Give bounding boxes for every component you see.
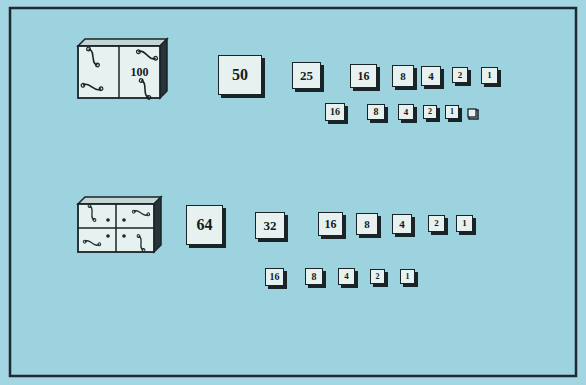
weight-block: 1 [400, 269, 415, 284]
weight-number: 8 [400, 71, 406, 82]
weight-number: 16 [270, 272, 280, 282]
weight-number: 16 [330, 107, 340, 117]
weight-block: 1 [456, 215, 473, 232]
weight-block: 2 [423, 105, 437, 119]
weight-block: 8 [392, 65, 414, 87]
weight-block: 32 [255, 212, 285, 239]
weight-number: 1 [406, 273, 410, 281]
weight-number: 2 [458, 71, 463, 80]
weight-number: 4 [404, 108, 409, 117]
weight-number: 8 [364, 219, 370, 230]
tiny-weight-shadow [469, 110, 478, 119]
weight-number: 1 [487, 71, 492, 80]
weight-number: 2 [428, 108, 432, 116]
weight-block: 4 [392, 214, 412, 234]
weight-block: 4 [338, 268, 355, 285]
weight-block: 16 [325, 103, 345, 121]
weight-block: 1 [481, 67, 498, 84]
weight-block: 25 [292, 62, 321, 89]
weight-number: 4 [344, 272, 349, 281]
weight-cube [78, 197, 161, 252]
weight-block: 2 [428, 215, 445, 232]
weight-number: 4 [399, 219, 405, 230]
weight-number: 25 [300, 69, 313, 82]
weight-cube [78, 39, 167, 100]
weight-number: 8 [312, 272, 317, 282]
weight-number: 64 [197, 217, 213, 233]
frame [10, 8, 576, 376]
weight-block: 4 [398, 104, 414, 120]
weight-block: 8 [356, 213, 378, 235]
weight-block: 4 [421, 66, 441, 86]
weight-block: 8 [305, 268, 323, 285]
weight-block: 2 [370, 269, 385, 284]
weight-number: 1 [462, 219, 467, 228]
weight-number: 100 [131, 66, 149, 78]
weight-block: 2 [452, 67, 468, 83]
weight-number: 2 [434, 219, 439, 228]
weight-number: 32 [264, 219, 277, 232]
weight-number: 2 [376, 273, 380, 281]
weight-number: 16 [325, 218, 337, 230]
weight-block: 16 [350, 64, 377, 88]
weight-number: 50 [232, 67, 248, 83]
tiny-weight [468, 109, 476, 117]
weight-block: 8 [367, 104, 385, 120]
weight-cube: 100 [119, 46, 160, 98]
weight-block: 1 [445, 105, 459, 119]
weight-number: 4 [428, 71, 434, 82]
weight-number: 16 [358, 70, 370, 82]
weight-block: 16 [265, 268, 284, 286]
weight-block: 50 [218, 55, 262, 95]
weight-block: 16 [318, 212, 343, 236]
weight-number: 1 [450, 108, 454, 116]
weight-number: 8 [374, 107, 379, 117]
weight-block: 64 [186, 205, 223, 245]
